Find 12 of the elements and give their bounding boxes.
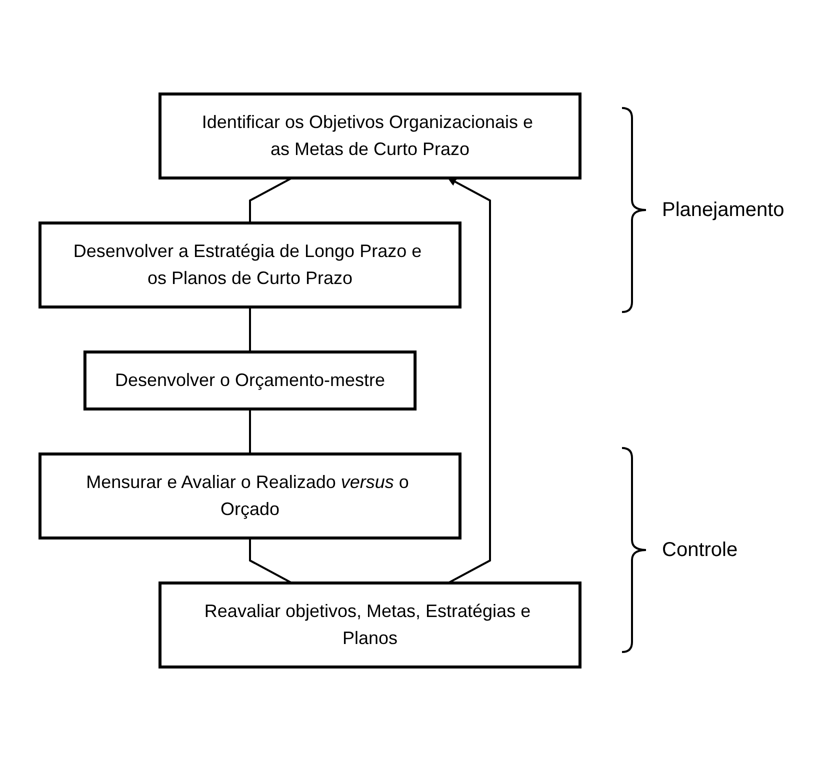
arrow: [448, 177, 491, 584]
node-box: Desenvolver o Orçamento-mestre: [83, 350, 417, 410]
connector: [249, 408, 251, 454]
node-box: Mensurar e Avaliar o Realizado versus o Orçado: [38, 452, 462, 539]
node-box: Identificar os Objetivos Organizacionais e as Metas de Curto Prazo: [158, 92, 582, 179]
connector: [249, 538, 292, 584]
node-box: Reavaliar objetivos, Metas, Estratégias e Planos: [158, 581, 582, 668]
group-label: Controle: [662, 538, 738, 562]
node-box: Desenvolver a Estratégia de Longo Prazo e os Planos de Curto Prazo: [38, 221, 462, 308]
group-label: Planejamento: [662, 198, 784, 222]
connector: [249, 176, 292, 222]
connector: [249, 306, 251, 352]
